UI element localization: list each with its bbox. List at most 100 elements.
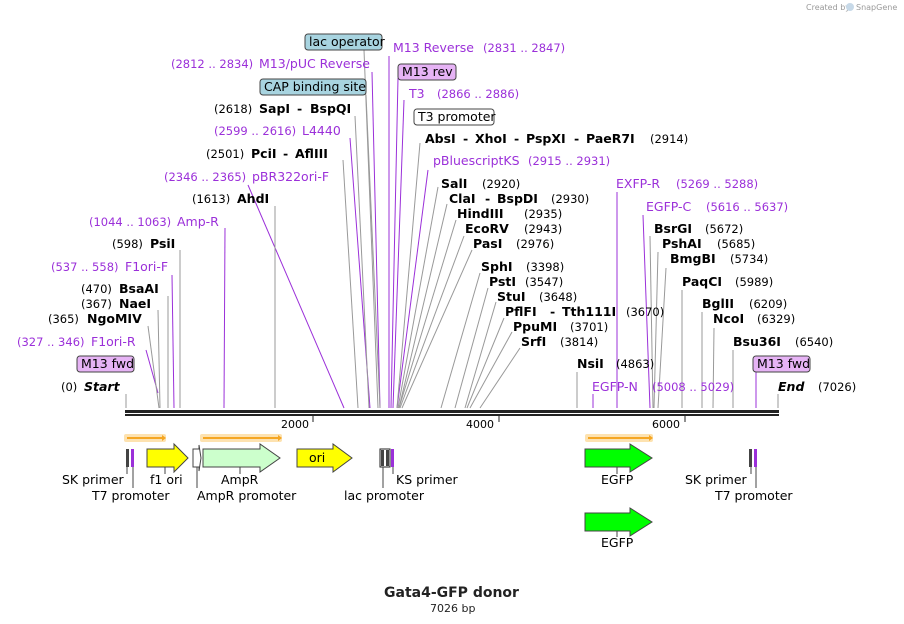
- primer-f1ori-f-pos: (537 .. 558): [51, 260, 119, 274]
- lac-operator-label: lac operator: [309, 34, 386, 49]
- svg-text:-: -: [283, 146, 288, 161]
- enzyme-psti-pos: (3547): [525, 275, 563, 289]
- orange-arrows: [124, 434, 653, 442]
- enzyme-ppumi-pos: (3701): [570, 320, 608, 334]
- enzyme-ncoi-pos: (6329): [757, 312, 795, 326]
- enzyme-sphi-pos: (3398): [526, 260, 564, 274]
- enzyme-pcii-pos: (2501): [206, 147, 244, 161]
- feature-egfp-2: EGFP: [601, 535, 634, 550]
- ampr-arrow: [202, 443, 281, 473]
- primer-exfp-r-pos: (5269 .. 5288): [676, 177, 758, 191]
- enzyme-xhoi: XhoI: [475, 131, 507, 146]
- enzyme-bsu36i-pos: (6540): [795, 335, 833, 349]
- enzyme-bspdi: BspDI: [497, 191, 538, 206]
- enzyme-sali: SalI: [441, 176, 467, 191]
- end-pos: (7026): [818, 380, 856, 394]
- primer-f1ori-r: F1ori-R: [91, 334, 136, 349]
- feature-ampr-promoter: AmpR promoter: [197, 488, 297, 503]
- primer-pbluescriptks: pBluescriptKS: [433, 153, 520, 168]
- dna-backbone: 2000 4000 6000: [125, 410, 779, 431]
- enzyme-absi-pos: (2914): [650, 132, 688, 146]
- snapgene-logo: SnapGene: [846, 3, 897, 12]
- feature-lac-promoter: lac promoter: [344, 488, 425, 503]
- enzyme-bglii: BglII: [702, 296, 734, 311]
- enzyme-hindiii-pos: (2935): [524, 207, 562, 221]
- enzyme-hindiii: HindIII: [457, 206, 504, 221]
- leader-lines: [125, 49, 779, 409]
- svg-text:-: -: [463, 131, 468, 146]
- feature-ampr: AmpR: [221, 472, 259, 487]
- enzyme-nsii: NsiI: [577, 356, 604, 371]
- enzyme-bsaai-pos: (470): [81, 282, 112, 296]
- ampr-promoter-arrow: [192, 444, 202, 472]
- enzyme-ngomiv: NgoMIV: [87, 311, 142, 326]
- svg-text:-: -: [485, 191, 490, 206]
- enzyme-bsrgi-pos: (5672): [705, 222, 743, 236]
- enzyme-paqci-pos: (5989): [735, 275, 773, 289]
- feature-ori: ori: [309, 450, 325, 465]
- enzyme-srfi-pos: (3814): [560, 335, 598, 349]
- m13-fwd-label-1: M13 fwd: [81, 356, 134, 371]
- primer-t3-pos: (2866 .. 2886): [437, 87, 519, 101]
- enzyme-sali-pos: (2920): [482, 177, 520, 191]
- primer-egfp-n: EGFP-N: [592, 379, 638, 394]
- enzyme-bsrgi: BsrGI: [654, 221, 692, 236]
- primer-amp-r: Amp-R: [177, 214, 219, 229]
- features: SK primer T7 promoter f1 ori AmpR AmpR p…: [62, 442, 793, 550]
- tick-4000: 4000: [466, 418, 494, 431]
- enzyme-pflfi: PflFI: [505, 304, 537, 319]
- m13-rev-box: M13 rev: [397, 63, 457, 81]
- enzyme-ncoi: NcoI: [713, 311, 744, 326]
- end-label: End: [778, 379, 805, 394]
- created-by-text: Created by: [806, 3, 850, 12]
- enzyme-ppumi: PpuMI: [513, 319, 557, 334]
- cap-binding-site-label: CAP binding site: [264, 79, 366, 94]
- start-pos: (0): [61, 380, 77, 394]
- enzyme-pflfi-pos: (3670): [626, 305, 664, 319]
- cap-binding-site-box: CAP binding site: [259, 78, 367, 96]
- tick-2000: 2000: [281, 418, 309, 431]
- feature-sk-primer-2: SK primer: [685, 472, 748, 487]
- tick-6000: 6000: [652, 418, 680, 431]
- feature-f1-ori: f1 ori: [150, 472, 183, 487]
- enzyme-ecorv-pos: (2943): [524, 222, 562, 236]
- svg-text:-: -: [550, 304, 555, 319]
- m13-fwd-box-1: M13 fwd: [76, 355, 135, 373]
- enzyme-nsii-pos: (4863): [616, 357, 654, 371]
- t3-promoter-label: T3 promoter: [417, 109, 496, 124]
- t3-promoter-box: T3 promoter: [413, 108, 496, 126]
- enzyme-bglii-pos: (6209): [749, 297, 787, 311]
- enzyme-stui-pos: (3648): [539, 290, 577, 304]
- primer-egfp-c: EGFP-C: [646, 199, 692, 214]
- enzyme-pspxi: PspXI: [526, 131, 566, 146]
- enzyme-pshai-pos: (5685): [717, 237, 755, 251]
- primer-m13-puc-reverse-pos: (2812 .. 2834): [171, 57, 253, 71]
- enzyme-psii-pos: (598): [112, 237, 143, 251]
- enzyme-naei-pos: (367): [81, 297, 112, 311]
- egfp-arrow-1: [584, 443, 653, 473]
- enzyme-pshai: PshAI: [662, 236, 702, 251]
- lac-region: [379, 448, 394, 468]
- enzyme-srfi: SrfI: [521, 334, 546, 349]
- map-title: Gata4-GFP donor: [384, 585, 519, 601]
- enzyme-pasi: PasI: [473, 236, 502, 251]
- primer-exfp-r: EXFP-R: [616, 176, 660, 191]
- enzyme-bsu36i: Bsu36I: [733, 334, 781, 349]
- primer-amp-r-pos: (1044 .. 1063): [89, 215, 171, 229]
- egfp-arrow-2: [584, 507, 653, 537]
- enzyme-naei: NaeI: [119, 296, 151, 311]
- enzyme-pasi-pos: (2976): [516, 237, 554, 251]
- enzyme-absi: AbsI: [425, 131, 456, 146]
- primer-f1ori-f: F1ori-F: [125, 259, 168, 274]
- feature-t7-promoter-1: T7 promoter: [91, 488, 170, 503]
- ori-arrow: [296, 443, 353, 473]
- feature-t7-promoter-2: T7 promoter: [714, 488, 793, 503]
- m13-fwd-label-2: M13 fwd: [757, 356, 810, 371]
- enzyme-paqci: PaqCI: [682, 274, 722, 289]
- primer-pbr322ori-f: pBR322ori-F: [252, 169, 329, 184]
- enzyme-psti: PstI: [489, 274, 516, 289]
- enzyme-ahdi: AhdI: [237, 191, 269, 206]
- enzyme-bsaai: BsaAI: [119, 281, 159, 296]
- map-length: 7026 bp: [430, 602, 475, 615]
